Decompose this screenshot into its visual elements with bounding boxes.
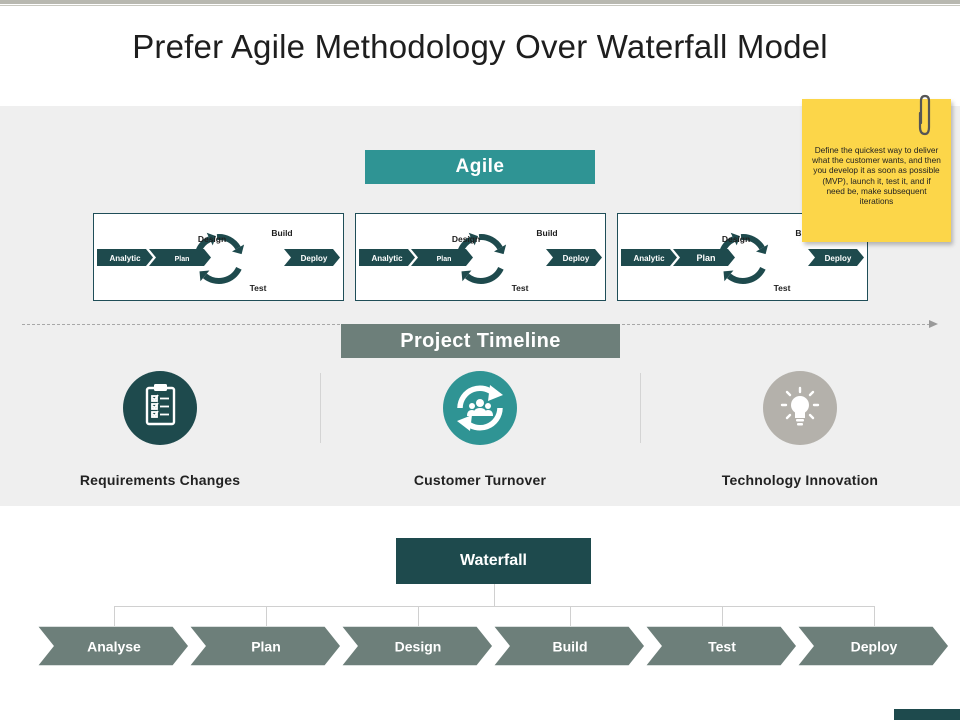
cycle-label-test: Test	[512, 283, 529, 293]
waterfall-step	[643, 626, 798, 667]
cycle-arc	[740, 234, 765, 250]
waterfall-steps: Analyse Plan Design Build Test Deploy	[35, 626, 950, 667]
sticky-note-text: Define the quickest way to deliver what …	[812, 145, 941, 207]
chevron-plan-label: Plan	[437, 256, 452, 263]
cycle-label-build: Build	[536, 228, 557, 238]
feature-label-requirements: Requirements Changes	[79, 472, 241, 488]
waterfall-step	[35, 626, 190, 667]
cycle-arrowhead	[723, 270, 734, 282]
feature-divider	[320, 373, 321, 443]
cycle-arc	[478, 234, 503, 250]
cycle-arc	[216, 234, 241, 250]
waterfall-step	[491, 626, 646, 667]
cycle-arrowhead	[468, 232, 478, 246]
chevron-plan	[411, 249, 473, 266]
chevron-analytic	[621, 249, 677, 266]
chevron-analytic	[359, 249, 415, 266]
cycle-arrowhead	[232, 244, 245, 255]
waterfall-label: Waterfall	[396, 538, 591, 584]
page-title: Prefer Agile Methodology Over Waterfall …	[132, 28, 828, 65]
chevron-analytic-label: Analytic	[109, 254, 141, 263]
project-timeline-label: Project Timeline	[341, 324, 620, 358]
cycle-arc	[457, 236, 474, 253]
cycle-label-test: Test	[250, 283, 267, 293]
paperclip-icon	[918, 94, 931, 136]
refresh-people-icon	[443, 371, 517, 445]
tree-connector-horizontal	[114, 606, 875, 607]
waterfall-step-label: Build	[553, 639, 588, 655]
tree-connector-drop	[114, 606, 115, 626]
waterfall-step	[339, 626, 494, 667]
waterfall-step	[187, 626, 342, 667]
chevron-plan	[673, 249, 735, 266]
cycle-arc	[726, 266, 766, 284]
feature-divider	[640, 373, 641, 443]
tree-connector-drop	[266, 606, 267, 626]
chevron-deploy-label: Deploy	[563, 254, 590, 263]
tree-connector-drop	[874, 606, 875, 626]
waterfall-step-label: Design	[395, 639, 442, 655]
cycle-label-design: Design	[452, 234, 480, 244]
cycle-arrowhead	[461, 270, 472, 282]
chevron-deploy	[808, 249, 864, 266]
cycle-arrowhead	[756, 244, 769, 255]
agile-label: Agile	[365, 150, 595, 184]
cycle-arrowhead	[730, 232, 740, 246]
chevron-analytic-label: Analytic	[371, 254, 403, 263]
cycle-label-design: Design	[198, 234, 226, 244]
cycle-arc	[202, 266, 242, 284]
cycle-arrowhead	[494, 244, 507, 255]
feature-label-customer: Customer Turnover	[413, 472, 547, 488]
cycle-label-test: Test	[774, 283, 791, 293]
corner-accent	[894, 709, 960, 720]
chevron-deploy-label: Deploy	[825, 254, 852, 263]
cycle-arc	[719, 236, 736, 253]
sticky-note: Define the quickest way to deliver what …	[802, 99, 951, 242]
waterfall-step	[795, 626, 950, 667]
cycle-arc	[464, 266, 504, 284]
tree-connector-drop	[570, 606, 571, 626]
top-border-line-thin	[0, 5, 960, 6]
tree-connector-drop	[418, 606, 419, 626]
chevron-plan	[149, 249, 211, 266]
chevron-deploy	[284, 249, 340, 266]
cycle-label-design: Design	[722, 234, 750, 244]
chevron-plan-label: Plan	[175, 256, 190, 263]
cycle-label-build: Build	[271, 228, 292, 238]
chevron-deploy	[546, 249, 602, 266]
chevron-deploy-label: Deploy	[301, 254, 328, 263]
chevron-plan-label: Plan	[696, 253, 715, 263]
cycle-arrowhead	[199, 270, 210, 282]
timeline-arrowhead	[929, 320, 938, 328]
lightbulb-icon	[763, 371, 837, 445]
feature-label-technology: Technology Innovation	[721, 472, 879, 488]
waterfall-step-label: Deploy	[851, 639, 898, 655]
cycle-arrowhead	[206, 232, 216, 246]
tree-connector-vertical	[494, 584, 495, 606]
chevron-analytic-label: Analytic	[633, 254, 665, 263]
waterfall-step-label: Test	[708, 639, 736, 655]
top-border-line	[0, 0, 960, 4]
waterfall-step-label: Plan	[251, 639, 281, 655]
waterfall-step-label: Analyse	[87, 639, 141, 655]
tree-connector-drop	[722, 606, 723, 626]
chevron-analytic	[97, 249, 153, 266]
cycle-arc	[195, 236, 212, 253]
clipboard-checklist-icon	[123, 371, 197, 445]
